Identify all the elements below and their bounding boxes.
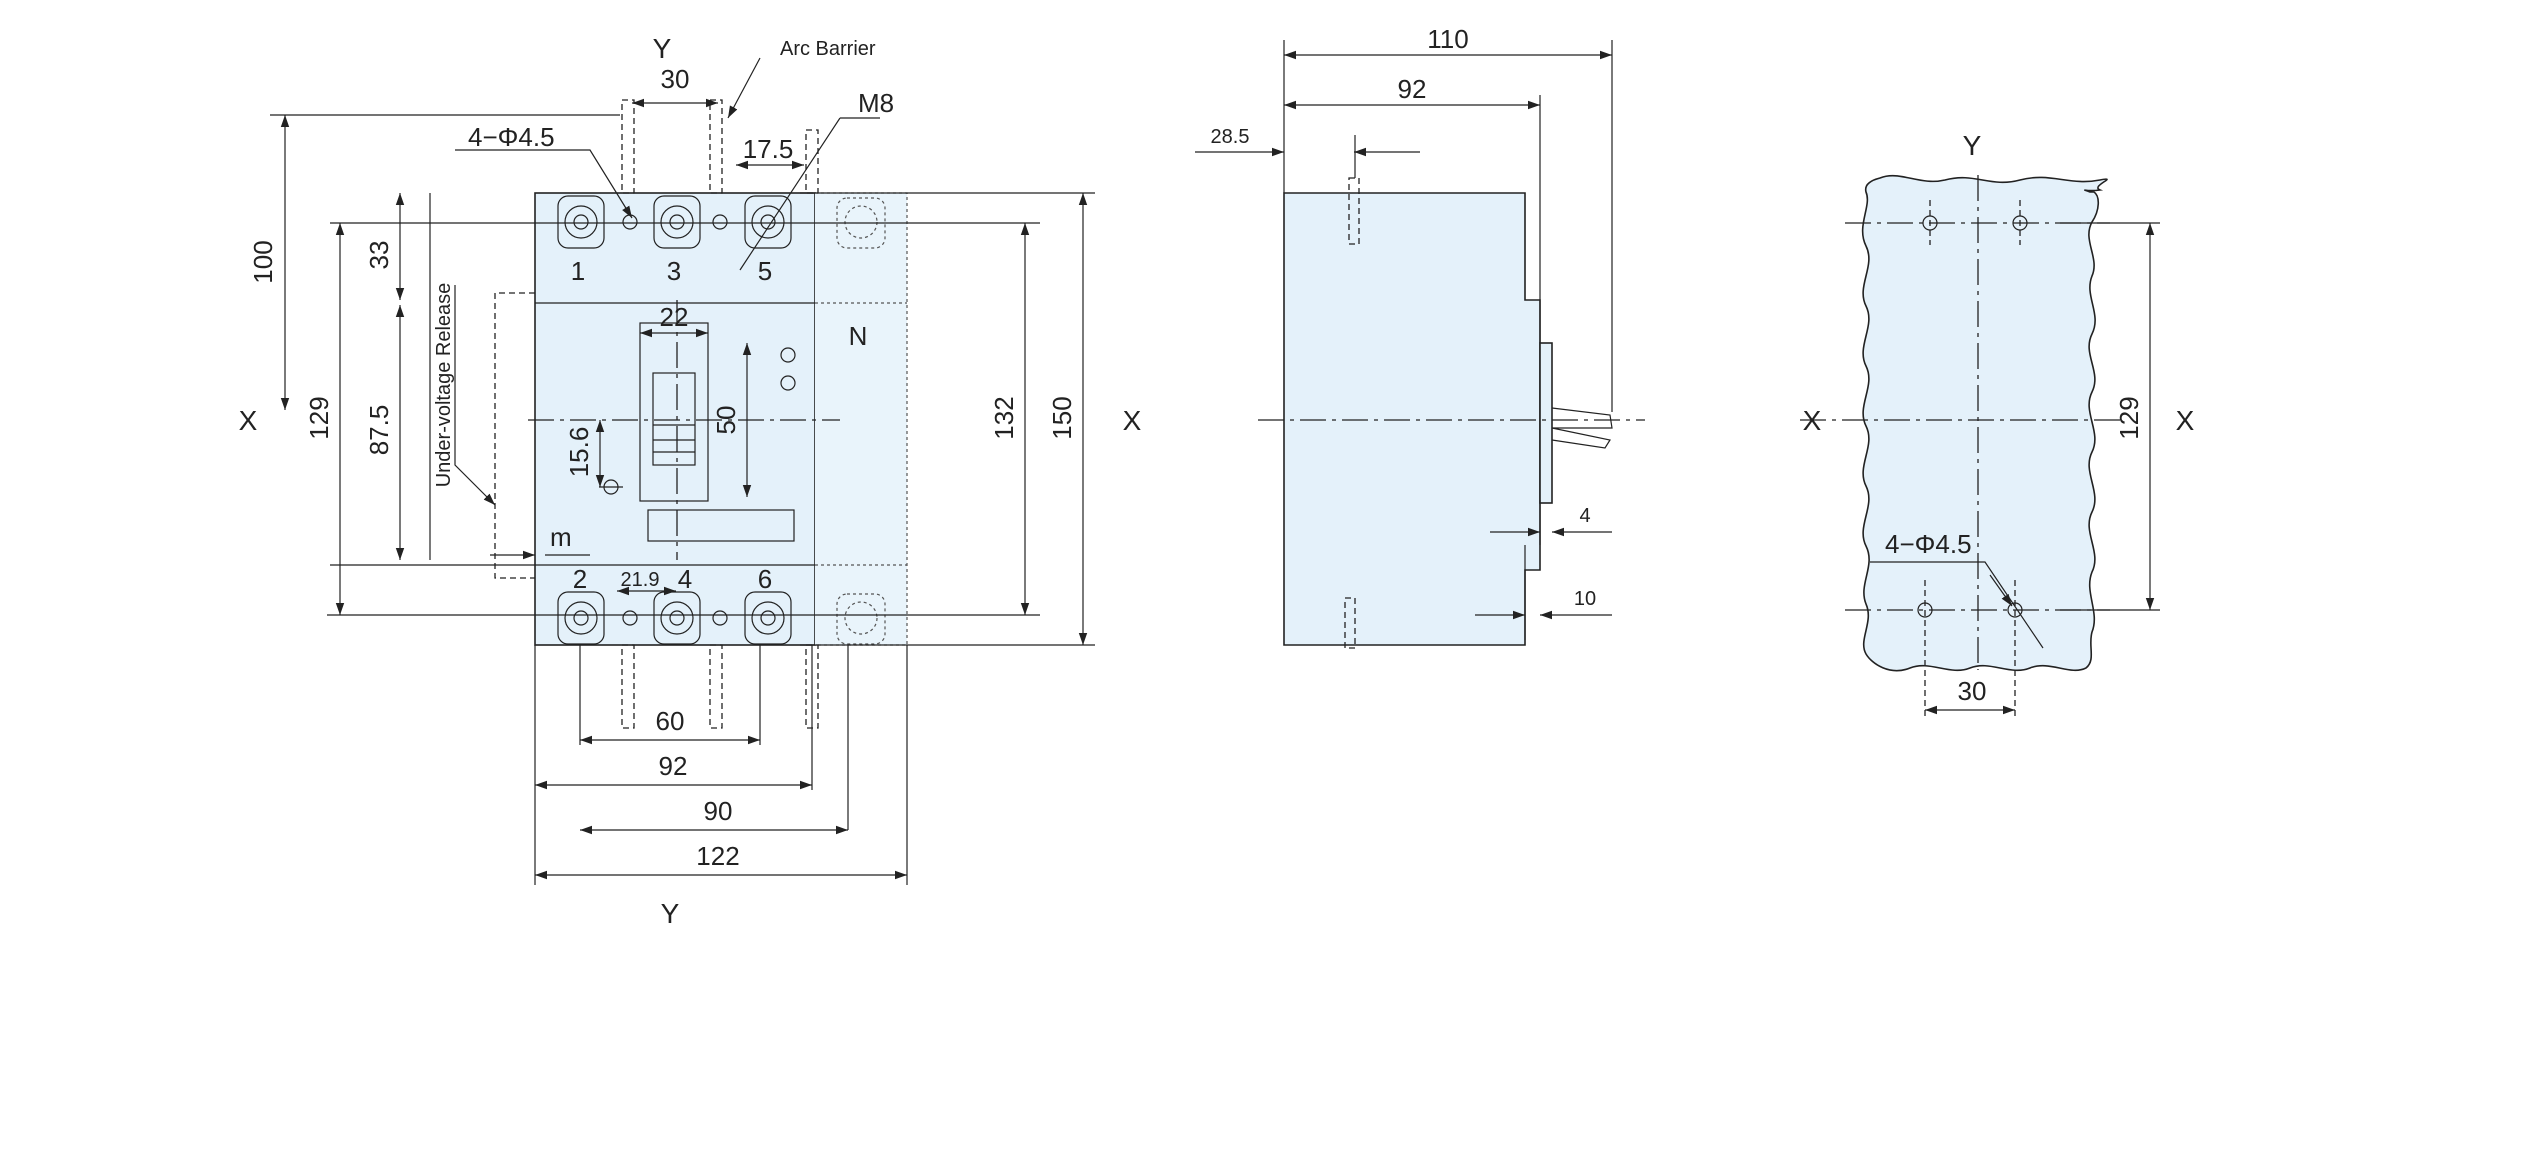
cutout-dim-30: 30 (1958, 676, 1987, 706)
label-window (647, 509, 795, 542)
dim-60: 60 (656, 706, 685, 736)
dim-100: 100 (248, 240, 278, 283)
dim-15-6: 15.6 (564, 427, 594, 478)
axis-x-right: X (1123, 405, 1142, 436)
handle (652, 372, 696, 466)
cutout-axis-x-left: X (1803, 405, 1822, 436)
dim-150: 150 (1047, 396, 1077, 439)
side-body (1283, 192, 1541, 646)
axis-y-top: Y (653, 33, 672, 64)
terminal-5: 5 (758, 256, 772, 286)
neutral-pole (815, 193, 907, 645)
cutout-axis-x-right: X (2176, 405, 2195, 436)
terminal-3: 3 (667, 256, 681, 286)
terminal-4: 4 (678, 564, 692, 594)
dim-129: 129 (304, 396, 334, 439)
dim-87-5: 87.5 (364, 405, 394, 456)
dim-17-5: 17.5 (743, 134, 794, 164)
dim-132: 132 (989, 396, 1019, 439)
dim-22: 22 (660, 302, 689, 332)
holes-label: 4−Φ4.5 (468, 122, 555, 152)
cutout-axis-y: Y (1963, 130, 1982, 161)
cutout-holes (1917, 215, 2028, 618)
breaker-body (534, 192, 816, 646)
dim-33: 33 (364, 241, 394, 270)
m-label: m (550, 522, 572, 552)
dim-92: 92 (659, 751, 688, 781)
arc-barrier-label: Arc Barrier (780, 38, 876, 60)
dim-28-5: 28.5 (1211, 126, 1250, 148)
side-view: 110 92 28.5 4 10 (1195, 24, 1645, 649)
uv-release-label: Under-voltage Release (433, 283, 455, 488)
dim-21-9: 21.9 (621, 569, 660, 591)
terminal-1: 1 (571, 256, 585, 286)
dim-30: 30 (661, 64, 690, 94)
dim-90: 90 (704, 796, 733, 826)
axis-x-left: X (239, 405, 258, 436)
dim-110: 110 (1427, 24, 1468, 54)
cutout-dim-129: 129 (2114, 396, 2144, 439)
cutout-view: Y X X 129 4−Φ4.5 30 (1800, 130, 2195, 720)
cutout-panel (1861, 174, 2108, 672)
terminal-6: 6 (758, 564, 772, 594)
dim-10: 10 (1574, 588, 1596, 610)
dim-4: 4 (1579, 505, 1590, 527)
handle-frame (639, 322, 709, 502)
dim-92-side: 92 (1398, 74, 1427, 104)
dim-122: 122 (696, 841, 739, 871)
screw-label: M8 (858, 88, 894, 118)
axis-y-bottom: Y (661, 898, 680, 929)
terminal-2: 2 (573, 564, 587, 594)
cutout-holes-label: 4−Φ4.5 (1885, 529, 1972, 559)
front-view: Y 30 Arc Barrier M8 17.5 4−Φ4.5 1 3 5 2 … (239, 33, 1142, 929)
dim-50: 50 (711, 406, 741, 435)
bottom-terminals (557, 591, 792, 645)
neutral-label: N (849, 321, 868, 351)
